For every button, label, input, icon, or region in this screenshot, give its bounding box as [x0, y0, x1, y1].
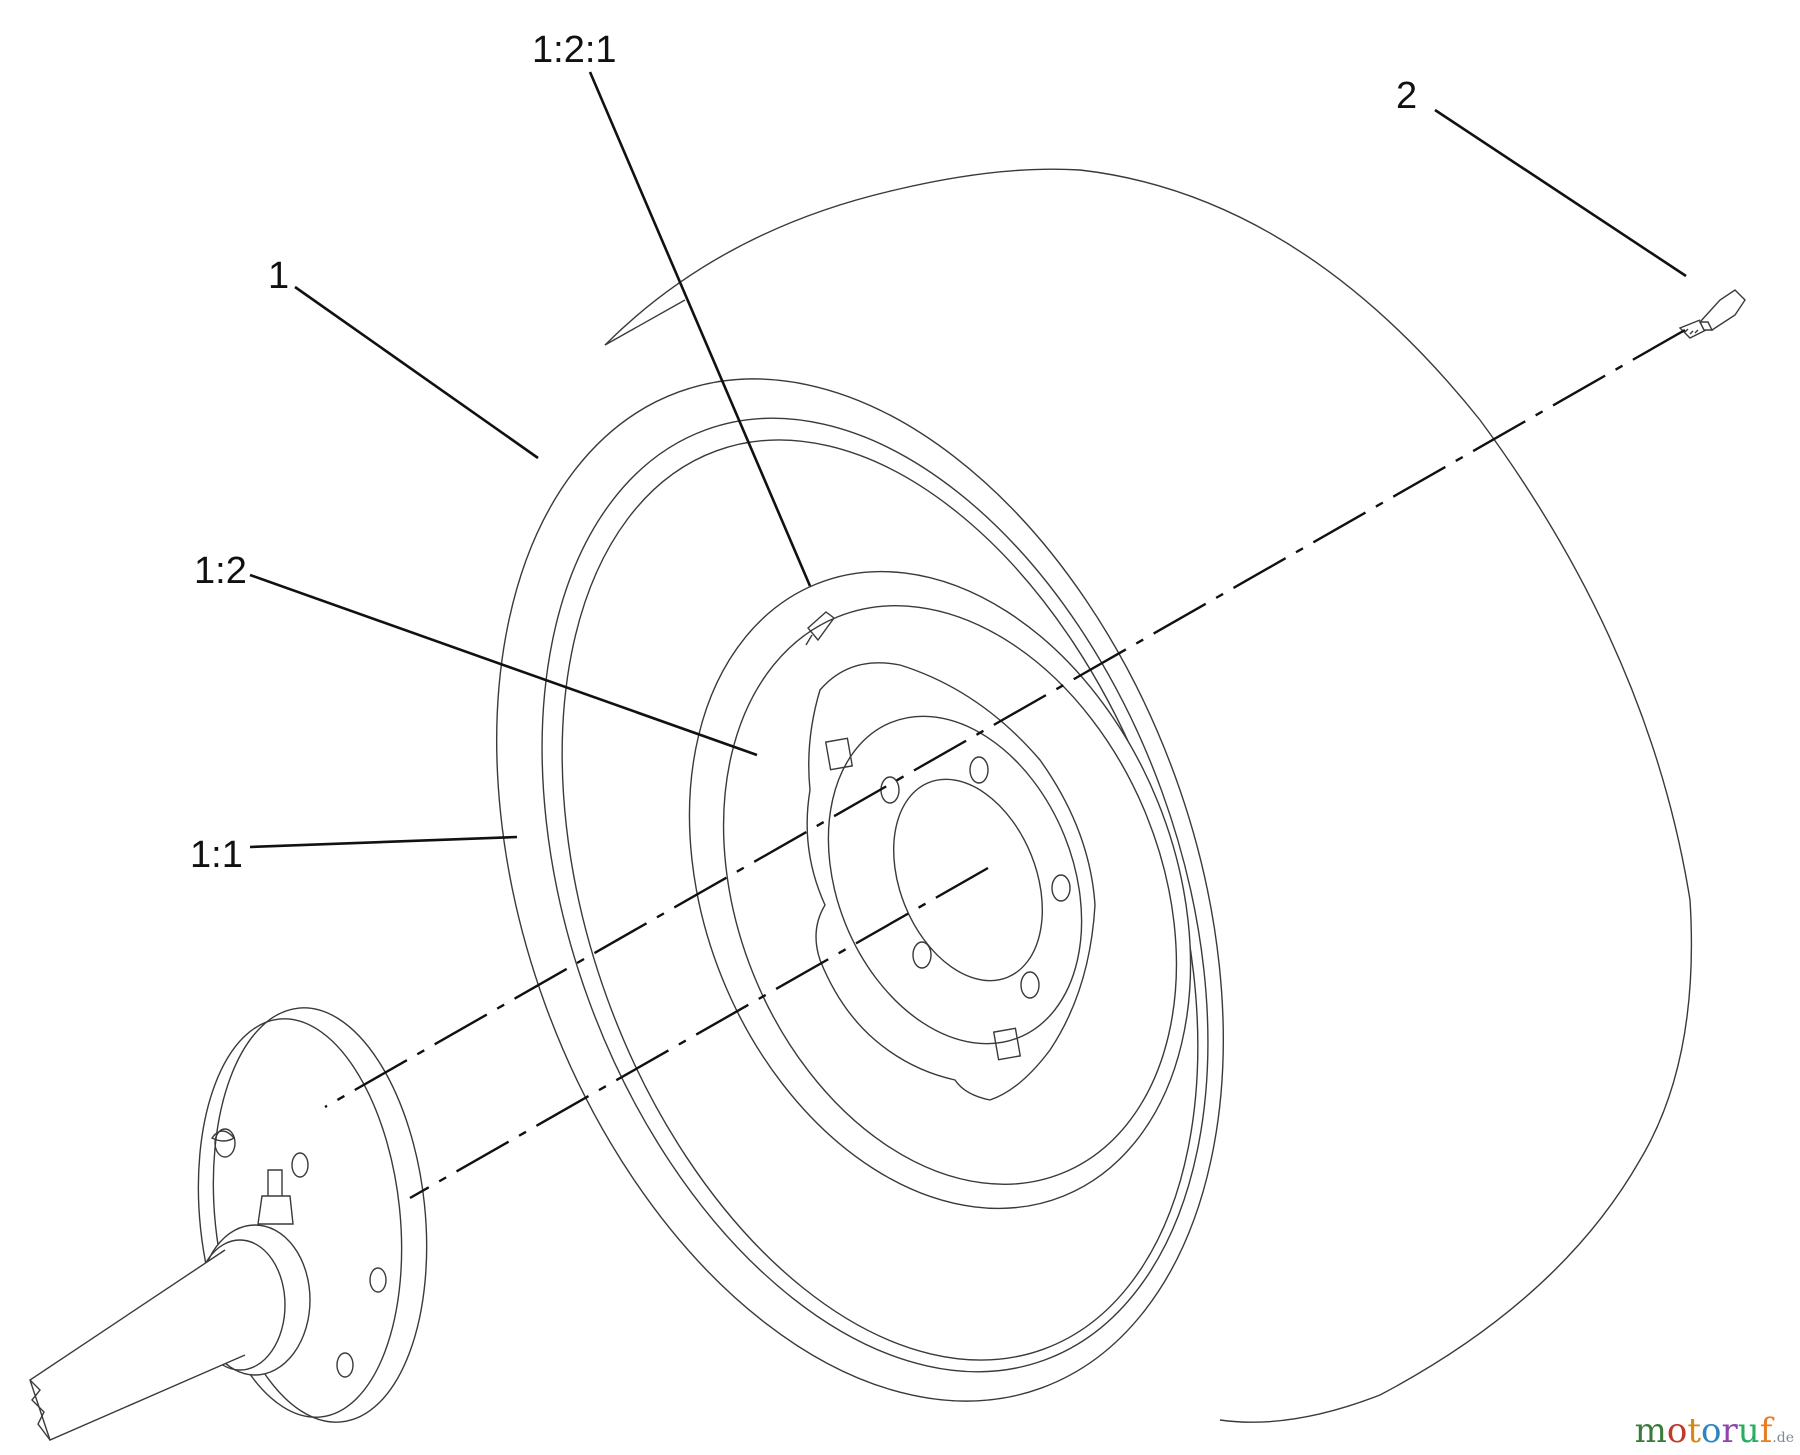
label-part-2: 2 [1396, 75, 1417, 117]
rim [688, 570, 1192, 1210]
watermark-logo: motoruf.de [1635, 1411, 1794, 1451]
bolt [1678, 289, 1746, 339]
label-part-1-1: 1:1 [190, 834, 243, 876]
label-part-1-2-1: 1:2:1 [532, 29, 617, 71]
watermark-suffix: .de [1772, 1430, 1794, 1446]
leader-1-2 [249, 573, 758, 757]
axle-centerline [409, 866, 989, 1200]
watermark-text: motoruf [1635, 1411, 1773, 1451]
hub-plate [806, 662, 1096, 1101]
watermark-letter: f [1759, 1411, 1773, 1451]
leader-1 [294, 285, 539, 460]
label-part-1-2: 1:2 [194, 550, 247, 592]
watermark-letter: o [1666, 1411, 1688, 1451]
leader-1-2-1 [588, 71, 812, 587]
square-hole [824, 737, 854, 771]
part-labels: 1:2:1 2 1 1:2 1:1 [190, 29, 1417, 876]
watermark-letter: u [1737, 1411, 1760, 1451]
bolt-hole [1020, 971, 1040, 999]
bolt-centerline [324, 328, 1686, 1109]
leader-lines [249, 71, 1687, 849]
center-lines [324, 328, 1686, 1200]
watermark-letter: o [1701, 1411, 1722, 1451]
leader-2 [1434, 108, 1687, 278]
leader-1-1 [249, 835, 518, 849]
watermark-letter: r [1721, 1411, 1738, 1451]
axle-hub [29, 1007, 428, 1441]
grease-fitting [257, 1169, 294, 1225]
bolt-hole [912, 941, 932, 969]
watermark-letter: t [1687, 1411, 1702, 1451]
bolt-hole [1051, 874, 1071, 902]
valve-stem [805, 611, 835, 646]
watermark-letter: m [1634, 1411, 1667, 1451]
label-part-1: 1 [268, 255, 289, 297]
square-hole [992, 1027, 1022, 1061]
bolt-hole [969, 756, 989, 784]
